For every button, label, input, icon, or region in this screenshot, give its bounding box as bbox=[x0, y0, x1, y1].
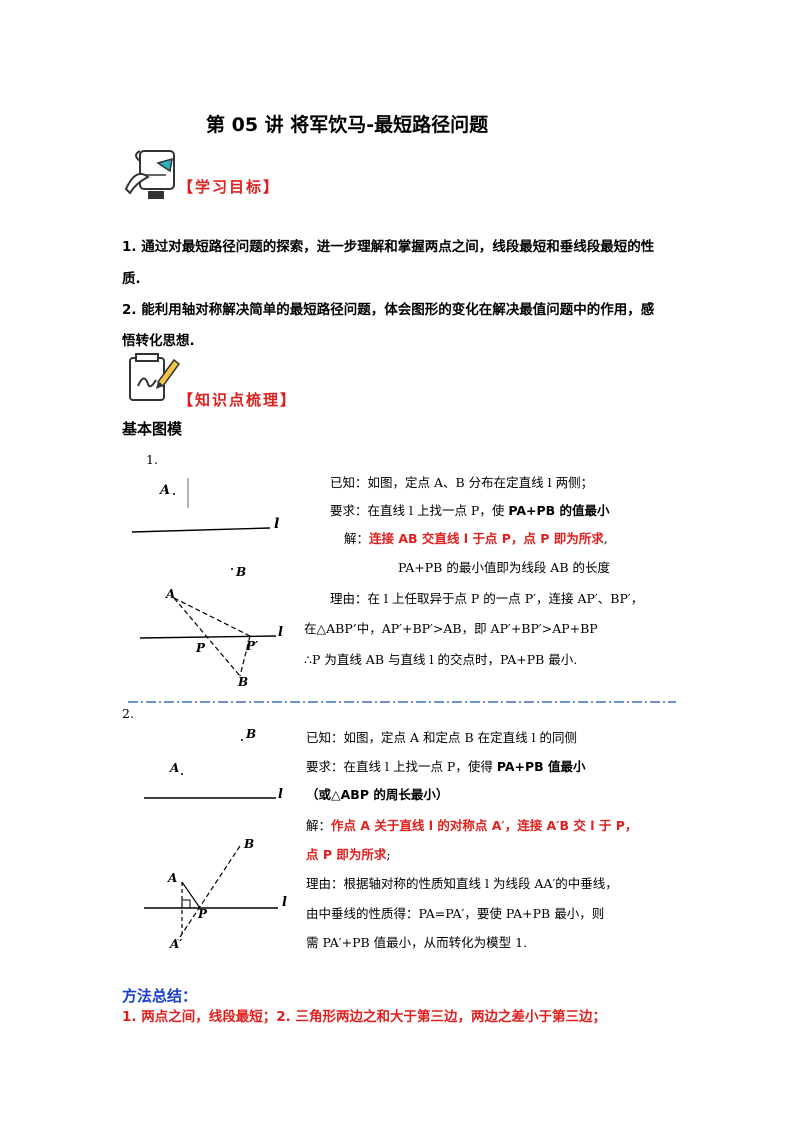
notepad-pencil-icon bbox=[124, 350, 182, 408]
basic-models-heading: 基本图模 bbox=[122, 420, 183, 438]
page-title: 第 05 讲 将军饮马-最短路径问题 bbox=[206, 114, 489, 136]
model1-requirement: 要求：在直线 l 上找一点 P，使 PA+PB 的值最小 bbox=[330, 503, 610, 518]
label-A: A bbox=[158, 483, 170, 498]
label-l: l bbox=[278, 787, 283, 802]
model2-number: 2. bbox=[122, 706, 134, 721]
label-l: l bbox=[274, 516, 279, 532]
method-summary-heading: 方法总结： bbox=[122, 987, 198, 1005]
label-A: A bbox=[165, 587, 175, 601]
model1-solution: 解：连接 AB 交直线 l 于点 P，点 P 即为所求, bbox=[344, 531, 608, 546]
label-A-prime: A′ bbox=[169, 937, 183, 951]
objective-1-line1: 1. 通过对最短路径问题的探索，进一步理解和掌握两点之间，线段最短和垂线段最短的… bbox=[122, 239, 655, 255]
label-B: B bbox=[245, 727, 256, 741]
model2-requirement: 要求：在直线 l 上找一点 P，使得 PA+PB 值最小 bbox=[306, 759, 586, 774]
label-P: P bbox=[195, 641, 206, 655]
model1-result: PA+PB 的最小值即为线段 AB 的长度 bbox=[398, 560, 610, 575]
model1-reason-2: 在△ABP’中，AP′+BP′>AB，即 AP′+BP′>AP+BP bbox=[304, 621, 598, 636]
model1-figure-top: A l B bbox=[130, 470, 300, 585]
label-A: A bbox=[167, 871, 177, 885]
model2-figure-bottom: B A l P A′ bbox=[140, 832, 300, 957]
model1-given: 已知：如图，定点 A、B 分布在定直线 l 两侧； bbox=[330, 475, 594, 490]
label-P-prime: P′ bbox=[245, 639, 259, 653]
objective-2-line1: 2. 能利用轴对称解决简单的最短路径问题，体会图形的变化在解决最值问题中的作用，… bbox=[122, 302, 655, 318]
label-l: l bbox=[282, 895, 287, 910]
section-divider bbox=[128, 688, 676, 703]
label-B: B bbox=[237, 675, 248, 689]
model1-figure-bottom: A l P P′ B bbox=[130, 582, 300, 692]
label-B: B bbox=[235, 565, 246, 579]
model1-reason-3: ∴P 为直线 AB 与直线 l 的交点时，PA+PB 最小. bbox=[304, 652, 578, 667]
objective-1-line2: 质. bbox=[122, 271, 141, 287]
knowledge-badge: 【知识点梳理】 bbox=[178, 391, 298, 409]
method-summary-text: 1. 两点之间，线段最短；2. 三角形两边之和大于第三边，两边之差小于第三边； bbox=[122, 1009, 606, 1025]
label-A: A bbox=[169, 761, 179, 775]
model2-figure-top: B A l bbox=[140, 722, 300, 807]
label-l: l bbox=[278, 625, 283, 640]
model2-requirement-alt: （或△ABP 的周长最小） bbox=[306, 787, 449, 802]
model1-number: 1. bbox=[146, 452, 158, 467]
model2-reason-2: 由中垂线的性质得：PA=PA′，要使 PA+PB 最小，则 bbox=[306, 906, 605, 921]
model1-reason-1: 理由：在 l 上任取异于点 P 的一点 P′，连接 AP′、BP′， bbox=[330, 591, 644, 606]
model2-reason-1: 理由：根据轴对称的性质知直线 l 为线段 AA′的中垂线， bbox=[306, 876, 618, 891]
label-B: B bbox=[243, 837, 254, 851]
model2-solution-2: 点 P 即为所求; bbox=[306, 847, 391, 862]
model2-reason-3: 需 PA′+PB 值最小，从而转化为模型 1. bbox=[306, 935, 528, 950]
objectives-badge: 【学习目标】 bbox=[178, 178, 281, 196]
scroll-quill-icon bbox=[122, 145, 184, 203]
model2-solution-1: 解：作点 A 关于直线 l 的对称点 A′，连接 A′B 交 l 于 P， bbox=[306, 818, 638, 833]
model2-given: 已知：如图，定点 A 和定点 B 在定直线 l 的同侧 bbox=[306, 730, 578, 745]
objective-2-line2: 悟转化思想. bbox=[122, 333, 195, 349]
label-P: P bbox=[197, 907, 208, 921]
